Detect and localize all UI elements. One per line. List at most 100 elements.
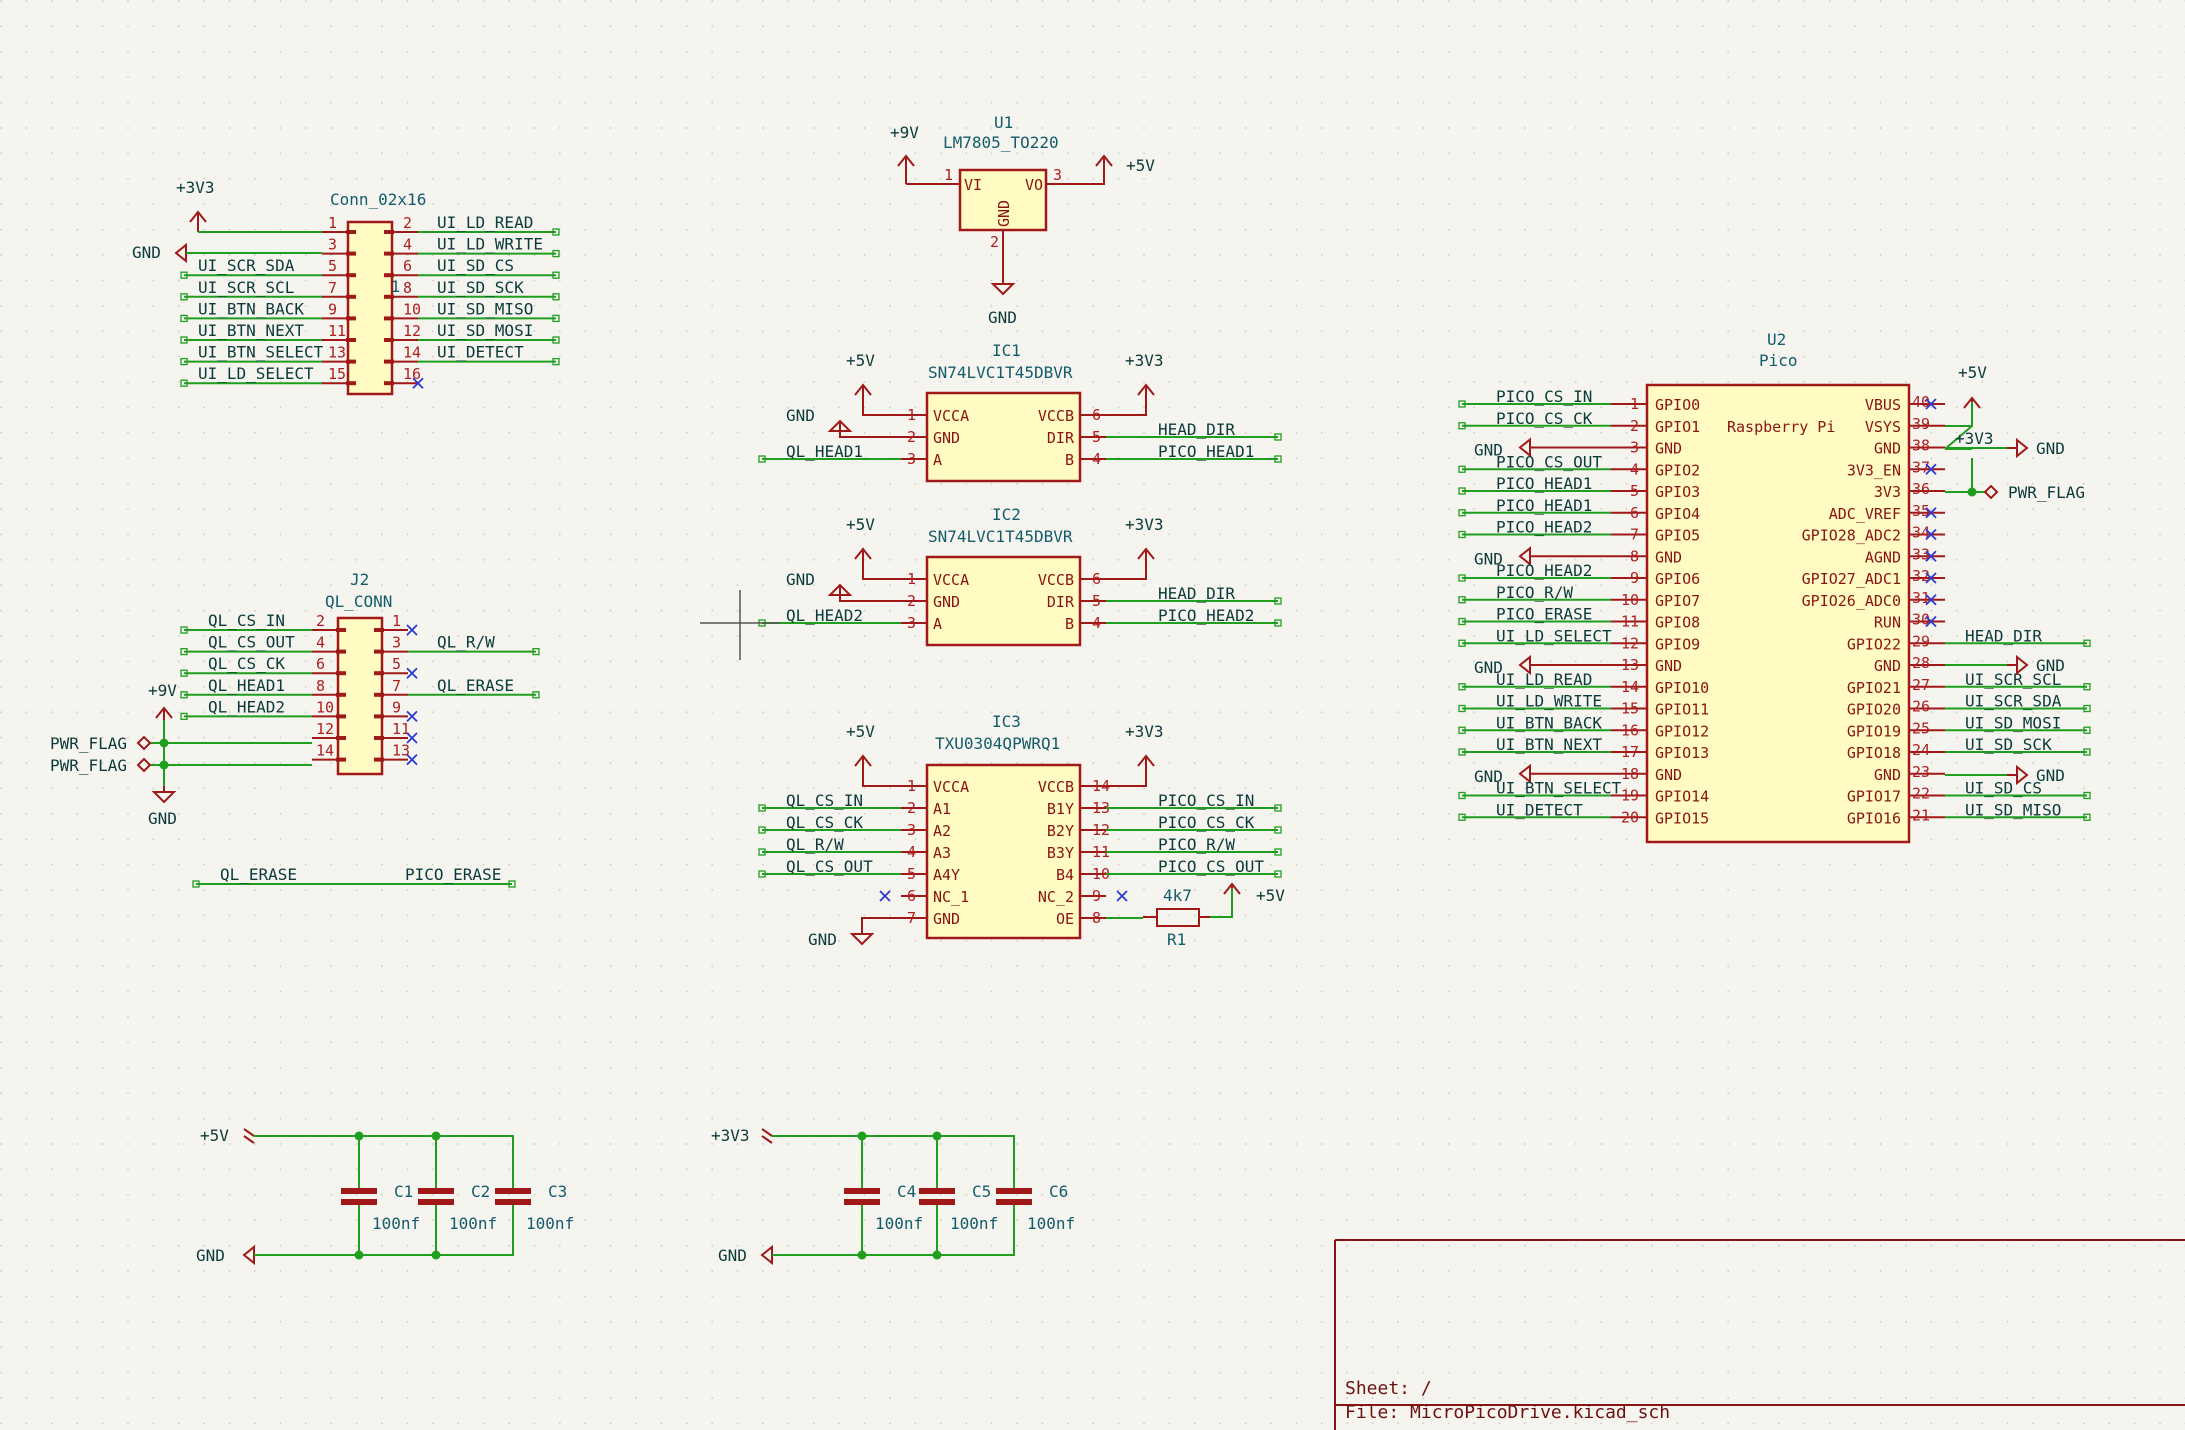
u2-pin-number: 1 — [1630, 395, 1639, 413]
label-pin — [2083, 639, 2091, 647]
label-pin — [180, 647, 188, 656]
label-pin — [1458, 639, 1466, 647]
net-label: UI_DETECT — [437, 343, 524, 362]
label-pin — [552, 228, 560, 236]
r1-value: 4k7 — [1163, 886, 1192, 905]
j2-pin-number: 13 — [392, 742, 410, 760]
capacitor-ref: C1 — [394, 1182, 413, 1201]
power-gnd-label: GND — [2036, 656, 2065, 675]
capacitor-value: 100nf — [449, 1214, 497, 1233]
net-label-pico-erase: PICO_ERASE — [405, 865, 501, 884]
u2-body[interactable] — [1645, 383, 1911, 844]
u1-pin-vi: VI — [964, 176, 982, 194]
net-label: UI_LD_SELECT — [198, 364, 314, 383]
u2-pin-number: 21 — [1912, 806, 1930, 824]
ic2-ref: IC2 — [992, 505, 1021, 524]
sheet-name: Sheet: / — [1345, 1378, 1432, 1399]
power-gnd-symbol — [151, 786, 177, 804]
net-label: PICO_ERASE — [1496, 605, 1592, 624]
u1-pin-number: 2 — [990, 233, 999, 251]
j2-contact — [336, 757, 346, 762]
label-pin — [1458, 596, 1466, 604]
u2-pin-name: GND — [1874, 440, 1901, 458]
capacitor-value: 100nf — [372, 1214, 420, 1233]
ic3-pin-name: VCCB — [1038, 778, 1074, 796]
u2-pin-name: GPIO26_ADC0 — [1802, 592, 1901, 610]
label-pin — [180, 271, 188, 279]
j1-body[interactable] — [346, 220, 394, 396]
u2-pin-number: 19 — [1621, 787, 1639, 805]
label-pin — [180, 626, 188, 634]
power-5v-symbol — [854, 754, 901, 787]
ic3-pin-number: 13 — [1092, 799, 1110, 817]
power-3v3-label: +3V3 — [711, 1126, 750, 1145]
ic2-pin-name: B — [1065, 615, 1074, 633]
no-connect-marker — [1925, 594, 1937, 606]
ic3-body[interactable] — [925, 763, 1082, 940]
j1-contact — [346, 316, 356, 321]
power-5v-symbol — [1963, 396, 1981, 409]
power-gnd-symbol — [2007, 764, 2029, 786]
u2-pin-number: 18 — [1621, 765, 1639, 783]
ic1-body[interactable] — [925, 391, 1082, 483]
power-5v-symbol — [243, 1128, 255, 1144]
ic1-pin-name: DIR — [1047, 429, 1075, 447]
j2-value: QL_CONN — [325, 592, 392, 611]
connector-j1[interactable]: Conn_02x16 J1 12UI_LD_READ34UI_LD_WRITE5… — [132, 178, 560, 396]
j2-pin-number: 3 — [392, 634, 401, 652]
capacitor-ref: C4 — [897, 1182, 916, 1201]
regulator-u1[interactable]: U1 LM7805_TO220 VI VO GND 1 3 2 +9V +5V … — [890, 113, 1155, 327]
j2-contact — [374, 757, 384, 762]
label-pin — [1458, 574, 1466, 582]
capacitor-plates — [919, 1188, 955, 1205]
net-label: UI_SCR_SCL — [1965, 670, 2061, 689]
erase-net-bridge[interactable]: QL_ERASE PICO_ERASE — [192, 865, 516, 888]
ic1-value: SN74LVC1T45DBVR — [928, 363, 1073, 382]
junction — [159, 760, 169, 770]
u2-pin-name: GND — [1655, 440, 1682, 458]
u2-pin-name: GPIO19 — [1847, 722, 1901, 740]
power-5v-label: +5V — [200, 1126, 229, 1145]
net-label: PICO_CS_OUT — [1496, 452, 1602, 471]
resistor-r1[interactable]: 4k7 R1 +5V — [1143, 882, 1285, 949]
u2-pin-name: GPIO0 — [1655, 396, 1700, 414]
net-label: UI_BTN_BACK — [1496, 713, 1602, 732]
power-gnd-symbol — [1518, 654, 1611, 676]
u2-pin-name: GPIO18 — [1847, 744, 1901, 762]
u1-body[interactable] — [958, 168, 1048, 232]
no-connect-marker — [406, 624, 418, 636]
net-label: UI_SD_MOSI — [437, 321, 533, 340]
net-label: UI_SD_MISO — [1965, 800, 2061, 819]
u2-pin-name: GPIO28_ADC2 — [1802, 527, 1901, 545]
j2-contact — [374, 736, 384, 740]
j1-contact — [384, 338, 394, 342]
u2-pin-name: GPIO17 — [1847, 788, 1901, 806]
net-label: UI_BTN_NEXT — [198, 321, 304, 340]
u1-pin-number: 1 — [944, 166, 953, 184]
capacitor-plates — [495, 1188, 531, 1205]
j1-contact — [346, 338, 356, 342]
ic3-pin-number: 5 — [907, 865, 916, 883]
power-gnd-label: GND — [1474, 441, 1503, 460]
ic3-pin-name: B1Y — [1047, 800, 1074, 818]
net-label: HEAD_DIR — [1158, 420, 1235, 439]
net-label: HEAD_DIR — [1965, 626, 2042, 645]
j2-contact — [374, 692, 384, 697]
power-gnd-label: GND — [718, 1246, 747, 1265]
u2-pin-name: ADC_VREF — [1829, 505, 1901, 523]
ic2-body[interactable] — [925, 555, 1082, 647]
j1-contact — [346, 381, 356, 386]
power-gnd-symbol — [990, 264, 1016, 296]
j1-contact — [384, 251, 394, 256]
j1-pin-number: 14 — [403, 344, 421, 362]
power-9v-symbol — [155, 706, 173, 720]
power-5v-label: +5V — [1126, 156, 1155, 175]
